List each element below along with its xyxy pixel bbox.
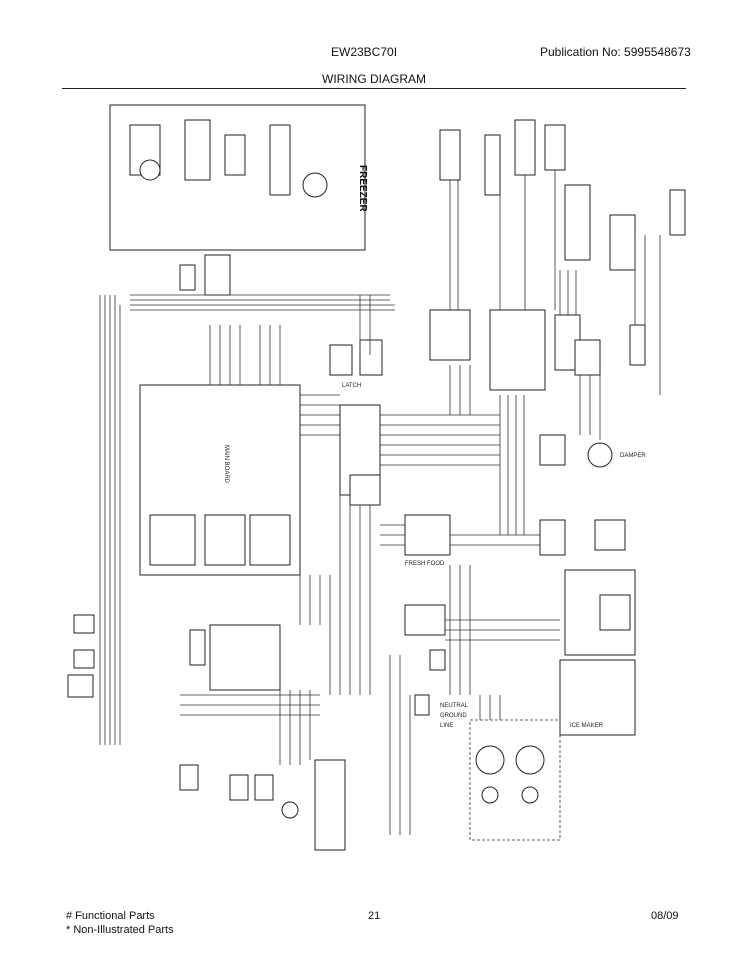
freezer-defrost-limit bbox=[184, 119, 211, 181]
connector-j2 bbox=[73, 649, 95, 669]
ice-maker-box bbox=[559, 659, 636, 736]
ice-maker-label: ICE MAKER bbox=[570, 723, 604, 729]
fresh-food-label: FRESH FOOD bbox=[405, 561, 445, 567]
latch-label: LATCH bbox=[342, 383, 361, 389]
upper-right-harness bbox=[489, 309, 546, 391]
freezer-connector-1 bbox=[204, 254, 231, 296]
neutral-label: NEUTRAL bbox=[440, 703, 469, 709]
fresh-food-connector bbox=[404, 514, 451, 556]
header-rule bbox=[62, 88, 686, 89]
defrost-heater-icon bbox=[302, 172, 328, 198]
freezer-thermistor bbox=[269, 124, 291, 196]
wiring-diagram: FREEZER MAIN BOARD LATCH FRESH FOOD bbox=[67, 104, 686, 851]
ground-label: GROUND bbox=[440, 713, 467, 719]
damper-motor-icon bbox=[587, 442, 613, 468]
compressor-icon bbox=[515, 745, 545, 775]
freezer-light-switch bbox=[224, 134, 246, 176]
main-board-label: MAIN BOARD bbox=[223, 445, 229, 484]
publication-number: Publication No: 5995548673 bbox=[540, 45, 691, 59]
page-title: WIRING DIAGRAM bbox=[322, 72, 426, 86]
condenser-fan-icon bbox=[475, 745, 505, 775]
wire-bundle bbox=[99, 170, 661, 835]
page-number: 21 bbox=[368, 910, 381, 922]
control-connector-block bbox=[209, 624, 281, 691]
compressor-region bbox=[469, 719, 561, 841]
damper-label: DAMPER bbox=[620, 453, 646, 459]
functional-parts-note: # Functional Parts bbox=[66, 910, 155, 922]
freezer-label: FREEZER bbox=[357, 165, 368, 212]
connector-j3 bbox=[73, 614, 95, 634]
model-number: EW23BC70I bbox=[331, 45, 398, 59]
publication-date: 08/09 bbox=[651, 910, 679, 922]
connector-j1 bbox=[67, 674, 94, 698]
compressor-relay bbox=[314, 759, 346, 851]
non-illustrated-parts-note: * Non-Illustrated Parts bbox=[66, 924, 174, 936]
line-label: LINE bbox=[440, 723, 453, 729]
